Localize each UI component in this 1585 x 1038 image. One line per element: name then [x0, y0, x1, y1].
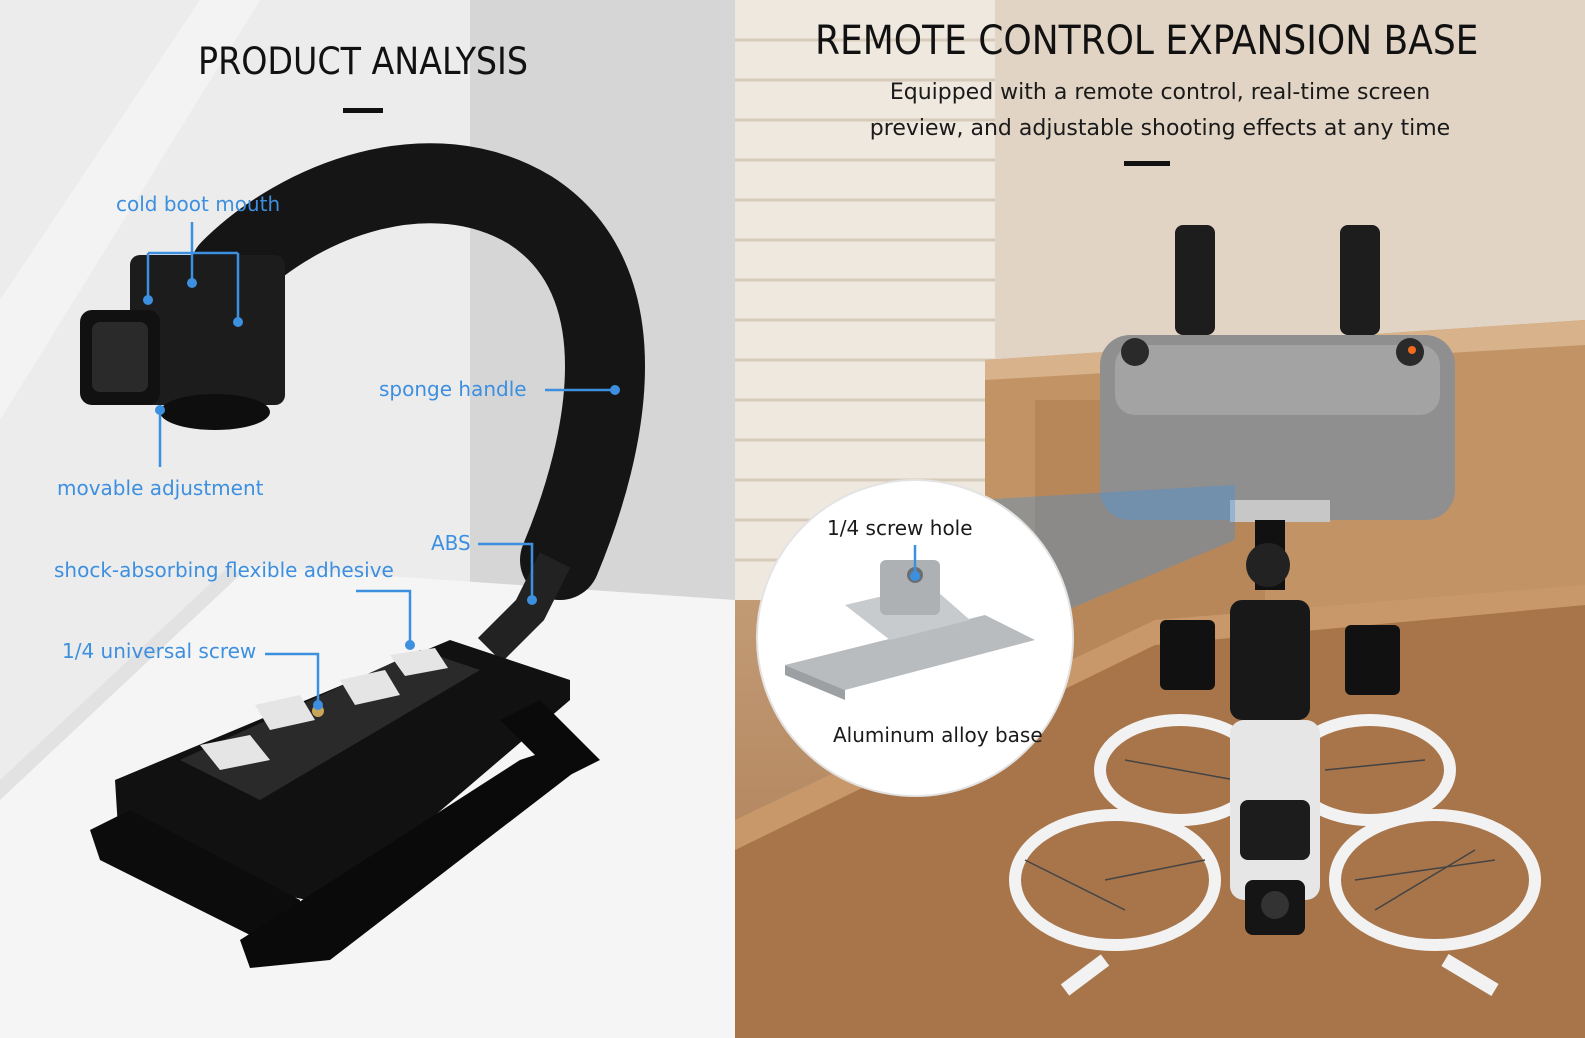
product-analysis-panel: PRODUCT ANALYSIS cold boot mouth sponge …	[0, 0, 735, 1038]
label-sponge-handle: sponge handle	[379, 377, 527, 401]
label-cold-boot-mouth: cold boot mouth	[116, 192, 281, 216]
product-illustration	[0, 0, 735, 1038]
subtitle-line-1: Equipped with a remote control, real-tim…	[889, 80, 1431, 105]
label-movable-adjustment: movable adjustment	[57, 476, 264, 500]
label-universal-screw: 1/4 universal screw	[62, 639, 257, 663]
title-divider	[343, 108, 383, 113]
label-screw-hole: 1/4 screw hole	[827, 516, 973, 540]
subtitle-divider	[1124, 161, 1170, 166]
drone-scene-illustration	[735, 0, 1585, 1038]
label-aluminum-base: Aluminum alloy base	[833, 723, 1043, 747]
section-title: REMOTE CONTROL EXPANSION BASE	[815, 18, 1479, 64]
expansion-base-panel: REMOTE CONTROL EXPANSION BASE Equipped w…	[735, 0, 1585, 1038]
label-abs: ABS	[431, 531, 471, 555]
subtitle-line-2: preview, and adjustable shooting effects…	[869, 116, 1451, 141]
label-shock-absorbing: shock-absorbing flexible adhesive	[54, 558, 394, 582]
page-title: PRODUCT ANALYSIS	[198, 40, 529, 83]
